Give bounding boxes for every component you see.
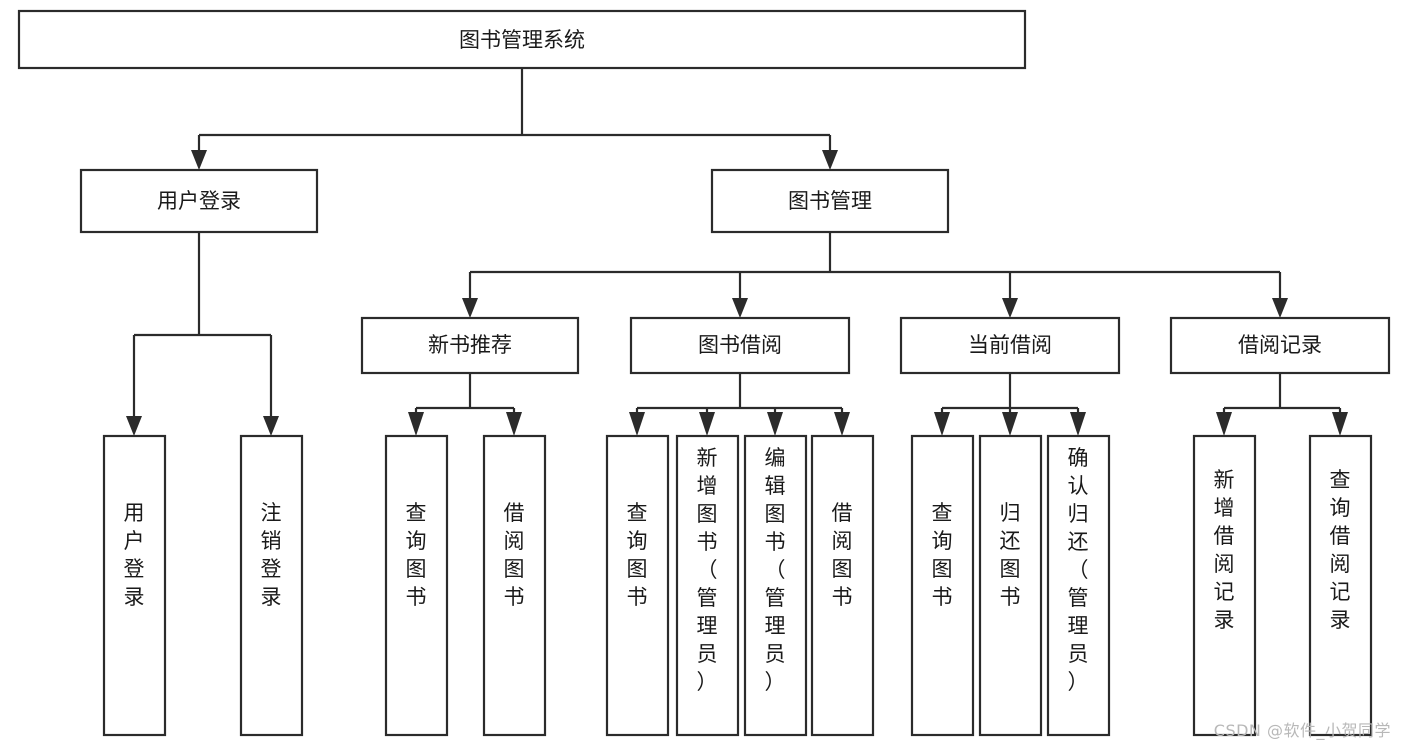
node-record[interactable]: 借阅记录 [1169, 316, 1391, 375]
node-leaf7-box[interactable] [743, 434, 808, 737]
arrow-head-leaf10 [1002, 412, 1018, 436]
node-leaf11-box[interactable] [1046, 434, 1111, 737]
node-record-box[interactable] [1169, 316, 1391, 375]
node-newbook-label: 新书推荐 [428, 333, 512, 357]
node-leaf5-label: 查询图书 [627, 501, 648, 609]
node-leaf2[interactable]: 注销登录 [239, 434, 304, 737]
connector-group-login [126, 232, 279, 436]
node-leaf1-box[interactable] [102, 434, 167, 737]
node-leaf5[interactable]: 查询图书 [605, 434, 670, 737]
node-leaf9-label: 查询图书 [932, 501, 953, 609]
node-current-label: 当前借阅 [968, 333, 1052, 357]
node-leaf13[interactable]: 查询借阅记录 [1308, 434, 1373, 737]
node-leaf3-label: 查询图书 [406, 501, 427, 609]
arrow-head-leaf4 [506, 412, 522, 436]
arrow-head-bookmgmt [822, 150, 838, 170]
node-leaf12-box[interactable] [1192, 434, 1257, 737]
node-newbook[interactable]: 新书推荐 [360, 316, 580, 375]
arrow-head-leaf1 [126, 416, 142, 436]
node-login-box[interactable] [79, 168, 319, 234]
node-current-box[interactable] [899, 316, 1121, 375]
node-leaf8-label: 借阅图书 [832, 501, 853, 609]
node-bookmgmt-box[interactable] [710, 168, 950, 234]
node-leaf9[interactable]: 查询图书 [910, 434, 975, 737]
node-newbook-box[interactable] [360, 316, 580, 375]
node-leaf2-box[interactable] [239, 434, 304, 737]
node-leaf4[interactable]: 借阅图书 [482, 434, 547, 737]
node-leaf6-box[interactable] [675, 434, 740, 737]
node-login-label: 用户登录 [157, 189, 241, 213]
node-leaf3[interactable]: 查询图书 [384, 434, 449, 737]
node-leaf2-label: 注销登录 [261, 501, 282, 609]
node-leaf10-box[interactable] [978, 434, 1043, 737]
arrow-head-leaf13 [1332, 412, 1348, 436]
connector-group-record [1216, 373, 1348, 436]
node-leaf6-label: 新增图书（管理员） [697, 446, 718, 694]
connector-group-root [191, 68, 838, 170]
csdn-watermark: CSDN @软件_小贺同学 [1213, 721, 1391, 740]
arrow-head-leaf3 [408, 412, 424, 436]
node-root[interactable]: 图书管理系统 [17, 9, 1027, 70]
arrow-head-borrow [732, 298, 748, 318]
connector-group-borrow [629, 373, 850, 436]
arrow-head-record [1272, 298, 1288, 318]
node-leaf4-box[interactable] [482, 434, 547, 737]
node-record-label: 借阅记录 [1238, 333, 1322, 357]
node-leaf4-label: 借阅图书 [504, 501, 525, 609]
node-leaf8[interactable]: 借阅图书 [810, 434, 875, 737]
node-current[interactable]: 当前借阅 [899, 316, 1121, 375]
node-leaf3-box[interactable] [384, 434, 449, 737]
arrow-head-leaf5 [629, 412, 645, 436]
arrow-head-leaf7 [767, 412, 783, 436]
arrow-head-leaf6 [699, 412, 715, 436]
node-leaf12-label: 新增借阅记录 [1214, 468, 1235, 632]
node-leaf7[interactable]: 编辑图书（管理员） [743, 434, 808, 737]
node-leaf10-label: 归还图书 [1000, 501, 1021, 609]
arrow-head-login [191, 150, 207, 170]
node-root-box[interactable] [17, 9, 1027, 70]
node-leaf8-box[interactable] [810, 434, 875, 737]
node-root-label: 图书管理系统 [459, 28, 585, 52]
node-leaf11-label: 确认归还（管理员） [1068, 446, 1089, 694]
arrow-head-leaf8 [834, 412, 850, 436]
node-leaf12[interactable]: 新增借阅记录 [1192, 434, 1257, 737]
arrow-head-leaf11 [1070, 412, 1086, 436]
connector-group-newbook [408, 373, 522, 436]
node-leaf1-label: 用户登录 [124, 501, 145, 609]
node-borrow-box[interactable] [629, 316, 851, 375]
arrow-head-leaf2 [263, 416, 279, 436]
node-leaf1[interactable]: 用户登录 [102, 434, 167, 737]
node-borrow[interactable]: 图书借阅 [629, 316, 851, 375]
node-bookmgmt-label: 图书管理 [788, 189, 872, 213]
node-leaf6[interactable]: 新增图书（管理员） [675, 434, 740, 737]
connector-group-bookmgmt [462, 232, 1288, 318]
node-leaf5-box[interactable] [605, 434, 670, 737]
node-leaf13-box[interactable] [1308, 434, 1373, 737]
node-login[interactable]: 用户登录 [79, 168, 319, 234]
node-leaf11[interactable]: 确认归还（管理员） [1046, 434, 1111, 737]
arrow-head-leaf12 [1216, 412, 1232, 436]
connector-group-current [934, 373, 1086, 436]
node-leaf7-label: 编辑图书（管理员） [765, 446, 786, 694]
node-leaf13-label: 查询借阅记录 [1330, 468, 1351, 632]
node-bookmgmt[interactable]: 图书管理 [710, 168, 950, 234]
node-borrow-label: 图书借阅 [698, 333, 782, 357]
leaf-nodes: 用户登录 注销登录 查询图书 借阅图书 查询图书 新增图书（管理员） [102, 434, 1373, 737]
node-leaf9-box[interactable] [910, 434, 975, 737]
arrow-head-leaf9 [934, 412, 950, 436]
node-leaf10[interactable]: 归还图书 [978, 434, 1043, 737]
arrow-head-newbook [462, 298, 478, 318]
arrow-head-current [1002, 298, 1018, 318]
